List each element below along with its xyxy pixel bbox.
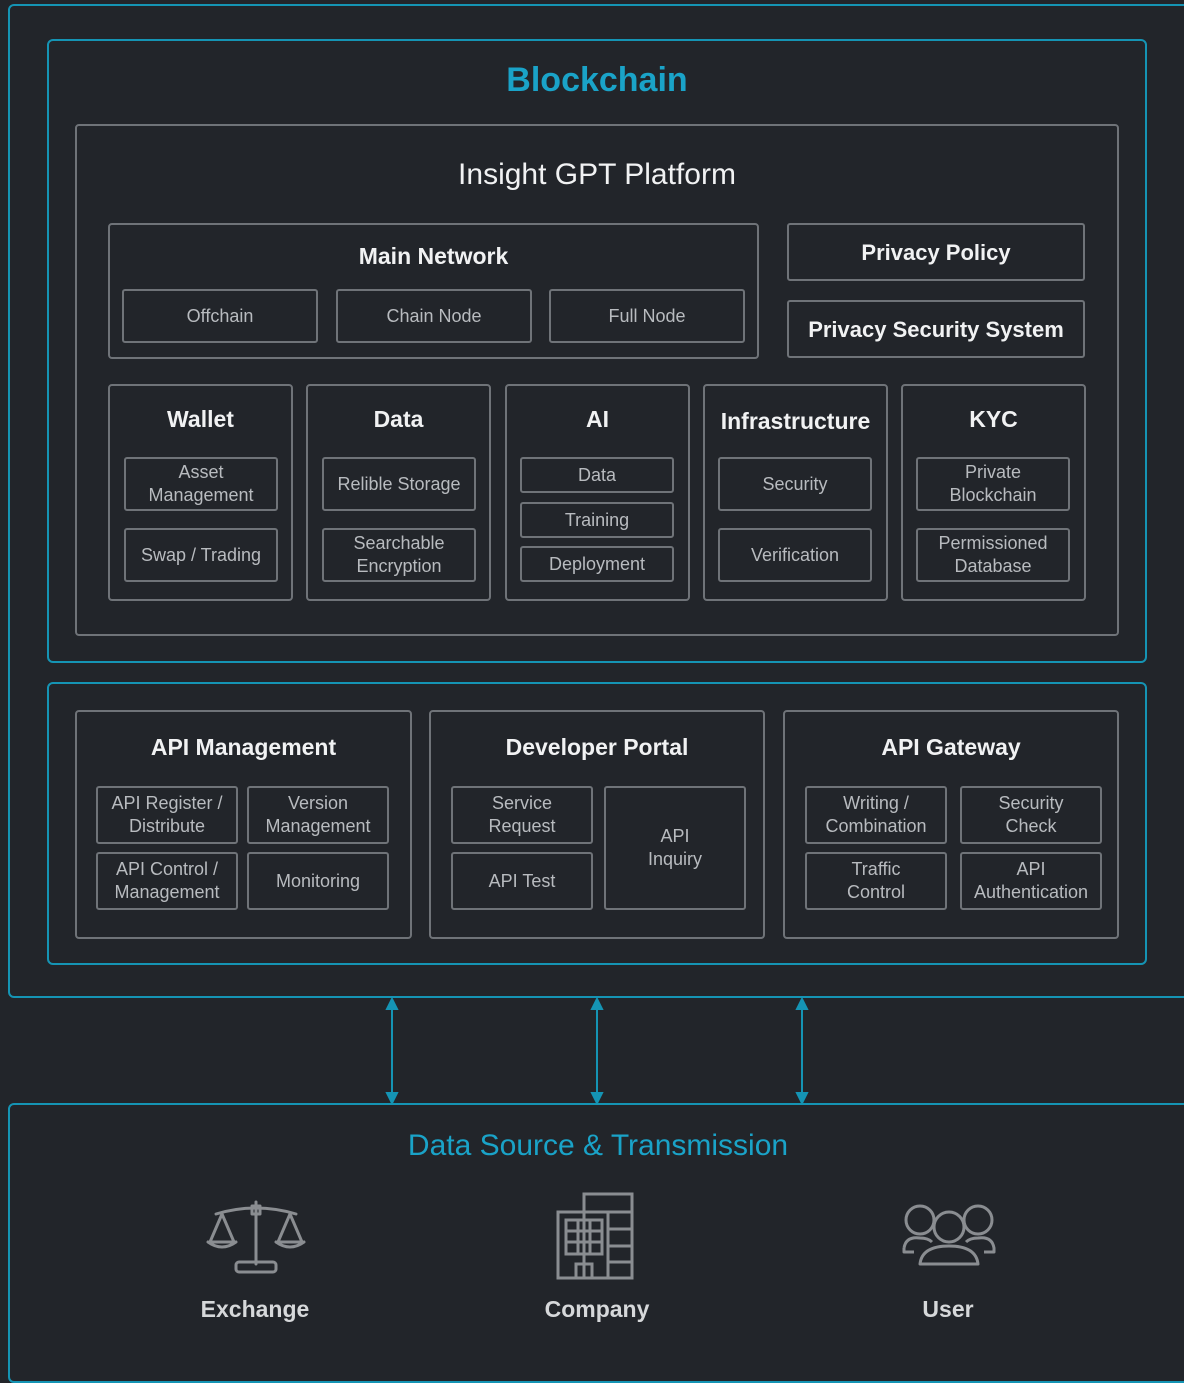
- category-item[interactable]: Deployment: [520, 546, 674, 582]
- category-item[interactable]: Training: [520, 502, 674, 538]
- privacy-security-system-box[interactable]: Privacy Security System: [787, 300, 1085, 358]
- api-management-title: API Management: [150, 734, 337, 760]
- category-item[interactable]: Permissioned Database: [916, 528, 1070, 582]
- api-section: [47, 682, 1147, 965]
- category-item[interactable]: Searchable Encryption: [322, 528, 476, 582]
- data-source-title: Data Source & Transmission: [407, 1129, 789, 1162]
- platform-frame: Insight GPT Platform: [75, 124, 1119, 636]
- category-wallet: Wallet: [108, 384, 293, 601]
- developer-portal-frame: Developer Portal: [429, 710, 765, 939]
- arrow-head-top: [385, 996, 399, 1010]
- category-item[interactable]: Private Blockchain: [916, 457, 1070, 511]
- source-label-user: User: [922, 1296, 974, 1322]
- category-item[interactable]: Asset Management: [124, 457, 278, 511]
- category-item[interactable]: Swap / Trading: [124, 528, 278, 582]
- category-title: Wallet: [167, 406, 234, 432]
- api-control-box[interactable]: API Control / Management: [96, 852, 238, 910]
- category-kyc: KYC: [901, 384, 1086, 601]
- users-icon: [902, 1204, 996, 1266]
- blockchain-title: Blockchain: [506, 61, 688, 99]
- arrow-head-bottom: [590, 1092, 604, 1106]
- blockchain-section: Blockchain: [47, 39, 1147, 663]
- api-gateway-frame: API Gateway: [783, 710, 1119, 939]
- api-inquiry-box[interactable]: API Inquiry: [604, 786, 746, 910]
- main-network-item-full-node[interactable]: Full Node: [549, 289, 745, 343]
- arrow-head-bottom: [385, 1092, 399, 1106]
- main-network-item-chain-node[interactable]: Chain Node: [336, 289, 532, 343]
- category-title: AI: [586, 406, 609, 432]
- scales-icon: [206, 1200, 306, 1274]
- source-label-company: Company: [544, 1296, 650, 1322]
- writing-combination-box[interactable]: Writing / Combination: [805, 786, 947, 844]
- source-label-exchange: Exchange: [200, 1296, 310, 1322]
- category-infrastructure: Infrastructure: [703, 384, 888, 601]
- arrow-head-top: [590, 996, 604, 1010]
- developer-portal-title: Developer Portal: [505, 734, 689, 760]
- traffic-control-box[interactable]: Traffic Control: [805, 852, 947, 910]
- api-management-frame: API Management: [75, 710, 412, 939]
- platform-title: Insight GPT Platform: [458, 158, 736, 191]
- main-network-item-offchain[interactable]: Offchain: [122, 289, 318, 343]
- privacy-policy-box[interactable]: Privacy Policy: [787, 223, 1085, 281]
- category-ai: AI: [505, 384, 690, 601]
- category-item[interactable]: Security: [718, 457, 872, 511]
- category-item[interactable]: Verification: [718, 528, 872, 582]
- category-title: Infrastructure: [720, 408, 871, 434]
- api-register-box[interactable]: API Register / Distribute: [96, 786, 238, 844]
- api-gateway-title: API Gateway: [881, 734, 1021, 760]
- api-test-box[interactable]: API Test: [451, 852, 593, 910]
- arrow-head-bottom: [795, 1092, 809, 1106]
- monitoring-box[interactable]: Monitoring: [247, 852, 389, 910]
- security-check-box[interactable]: Security Check: [960, 786, 1102, 844]
- main-network-title: Main Network: [358, 243, 509, 269]
- category-title: Data: [373, 406, 424, 432]
- category-title: KYC: [969, 406, 1018, 432]
- building-icon: [556, 1192, 634, 1280]
- version-management-box[interactable]: Version Management: [247, 786, 389, 844]
- category-data: Data: [306, 384, 491, 601]
- arrow-head-top: [795, 996, 809, 1010]
- api-authentication-box[interactable]: API Authentication: [960, 852, 1102, 910]
- category-item[interactable]: Data: [520, 457, 674, 493]
- main-network-frame: Main Network: [108, 223, 759, 359]
- service-request-box[interactable]: Service Request: [451, 786, 593, 844]
- category-item[interactable]: Relible Storage: [322, 457, 476, 511]
